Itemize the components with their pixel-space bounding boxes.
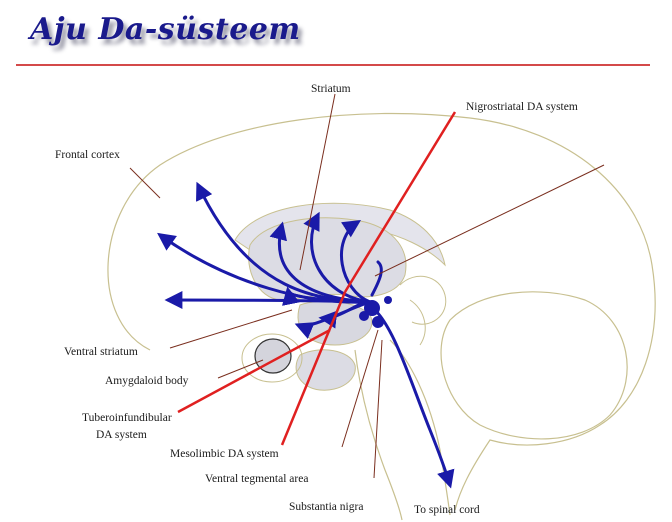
pons-shape [399,275,447,325]
label-tuberoinfundibular-2: DA system [96,429,147,441]
brainstem-outline [389,339,451,516]
label-mesolimbic: Mesolimbic DA system [170,448,279,460]
title-underline [16,64,650,66]
slide-title: Aju Da-süsteem [30,12,301,47]
label-spinal-cord: To spinal cord [414,504,480,516]
fornix-loop [409,299,426,346]
temporal-lobe [241,333,303,383]
da-pathways [157,181,455,489]
red-pointer-lines [177,111,457,446]
label-nigrostriatal: Nigrostriatal DA system [466,101,578,113]
hypothalamus-region [295,349,356,391]
label-ventral-striatum: Ventral striatum [64,346,138,358]
label-pointer-lines [129,93,605,479]
label-tuberoinfundibular-1: Tuberoinfundibular [82,412,172,424]
brainstem-outline-2 [354,349,403,521]
label-striatum: Striatum [311,83,351,95]
label-vta: Ventral tegmental area [205,473,308,485]
label-amygdaloid: Amygdaloid body [105,375,189,387]
da-nuclei [359,296,392,328]
brain-outline [107,112,656,511]
label-frontal-cortex: Frontal cortex [55,149,120,161]
thalamus-region [297,300,373,346]
label-substantia-nigra: Substantia nigra [289,501,363,513]
cerebellum-outline [440,291,628,440]
